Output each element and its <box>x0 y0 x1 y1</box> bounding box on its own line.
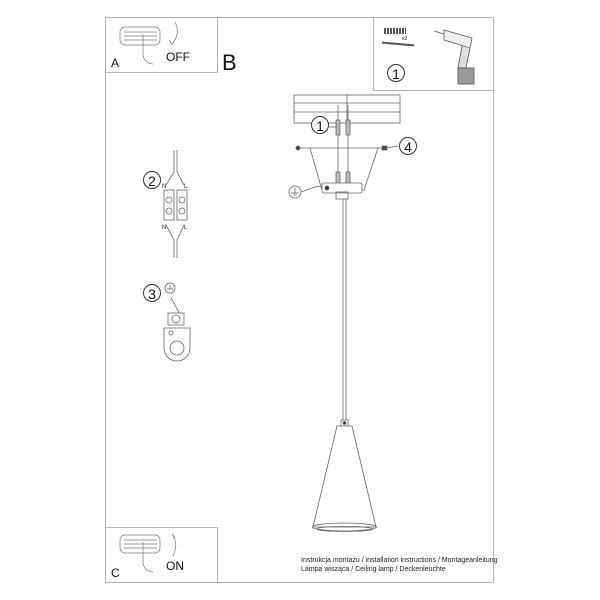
terminal-label-n-top: N <box>162 184 166 190</box>
terminal-label-l-bottom: L <box>184 225 188 231</box>
caption-line-2: Lampa wisząca / Ceiling lamp / Deckenleu… <box>301 566 446 573</box>
off-label: OFF <box>166 50 190 64</box>
panel-letter-c: C <box>111 566 120 580</box>
terminal-block-drawing <box>163 150 188 258</box>
panel-tools: x2 1 <box>373 17 494 91</box>
step-1-label: 1 <box>311 116 329 134</box>
step-1-badge: 1 <box>387 64 405 82</box>
page-frame <box>105 17 494 583</box>
wall-plug-icon <box>384 28 406 34</box>
panel-switch-on: C ON <box>105 527 218 583</box>
section-letter-b: B <box>222 50 237 75</box>
panel-switch-off: A OFF <box>105 17 218 73</box>
step-4-label: 4 <box>399 137 417 155</box>
terminal-label-n-bottom: N <box>162 225 166 231</box>
ground-lug-drawing <box>163 282 191 362</box>
terminal-label-l-top: L <box>184 184 188 190</box>
on-label: ON <box>166 559 184 573</box>
drill-icon <box>433 29 475 85</box>
panel-letter-a: A <box>111 56 120 70</box>
quantity-label: x2 <box>402 36 408 42</box>
step-3-label: 3 <box>143 284 161 302</box>
caption-line-1: Instrukcja montażu / installation instru… <box>301 557 498 564</box>
caption: Instrukcja montażu / installation instru… <box>301 556 498 574</box>
step-2-label: 2 <box>143 171 161 189</box>
